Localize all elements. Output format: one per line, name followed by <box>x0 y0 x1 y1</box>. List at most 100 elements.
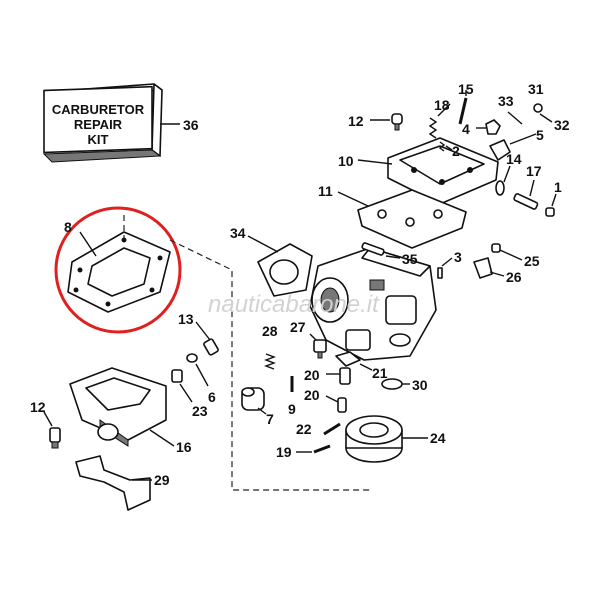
callout-9: 9 <box>288 401 296 417</box>
leader-10 <box>357 159 393 165</box>
leader-20-lower <box>325 395 339 403</box>
leader-16 <box>149 429 175 447</box>
gasket-part-8 <box>67 231 171 313</box>
float-bowl-part-16 <box>69 367 167 447</box>
callout-5: 5 <box>536 127 544 143</box>
leader-5 <box>509 133 537 145</box>
screw-part-12-lower <box>49 427 61 449</box>
callout-17: 17 <box>526 163 542 179</box>
leader-11 <box>337 191 369 207</box>
callout-11: 11 <box>318 183 333 199</box>
spring-part-28 <box>264 353 276 370</box>
leader-13 <box>195 321 211 341</box>
screw-part-25 <box>491 243 501 253</box>
screw-part-12-upper <box>391 113 403 131</box>
callout-7: 7 <box>266 411 274 427</box>
leader-33 <box>507 111 523 125</box>
jet-part-20-lower <box>337 397 347 413</box>
callout-30: 30 <box>412 377 428 393</box>
needle-part-15 <box>458 97 468 125</box>
leader-12-lower <box>43 411 53 427</box>
repair-kit-box <box>42 83 163 163</box>
leader-25 <box>499 249 523 261</box>
washer-part-6 <box>186 353 198 363</box>
repair-kit-line-2: REPAIR <box>74 117 123 132</box>
callout-21: 21 <box>372 365 388 381</box>
callout-1: 1 <box>554 179 562 195</box>
callout-35: 35 <box>402 251 418 267</box>
callout-34: 34 <box>230 225 246 241</box>
cover-part-10 <box>387 137 499 205</box>
callout-31: 31 <box>528 81 544 97</box>
leader-7 <box>257 407 267 415</box>
bracket-part-29 <box>75 455 151 511</box>
callout-28: 28 <box>262 323 278 339</box>
callout-13: 13 <box>178 311 194 327</box>
callout-10: 10 <box>338 153 354 169</box>
plug-part-23 <box>171 369 183 383</box>
leader-14 <box>503 165 511 183</box>
carburetor-body <box>309 247 437 361</box>
gasket-part-34 <box>257 243 313 297</box>
callout-14: 14 <box>506 151 522 167</box>
lever-part-5 <box>489 139 511 161</box>
screw-part-13 <box>203 338 219 356</box>
leader-3 <box>441 257 453 267</box>
callout-19: 19 <box>276 444 292 460</box>
callout-20-upper: 20 <box>304 367 320 383</box>
oring-part-30 <box>381 378 403 390</box>
callout-20-lower: 20 <box>304 387 320 403</box>
needle-part-22 <box>323 422 341 436</box>
fitting-part-27 <box>313 339 327 359</box>
leader-8 <box>79 231 97 257</box>
callout-4: 4 <box>462 121 470 137</box>
float-part-7 <box>241 387 265 411</box>
watermark-text: nauticabarone.it <box>208 291 380 318</box>
spring-part-18 <box>428 117 438 139</box>
leader-2 <box>445 145 453 151</box>
leader-34 <box>247 235 279 253</box>
callout-8: 8 <box>64 219 72 235</box>
pin-part-3 <box>437 267 443 279</box>
leader-1 <box>551 193 557 207</box>
callout-12-upper: 12 <box>348 113 364 129</box>
highlight-circle <box>54 206 182 334</box>
callout-12-lower: 12 <box>30 399 46 415</box>
callout-15: 15 <box>458 81 474 97</box>
callout-36: 36 <box>183 117 199 133</box>
callout-16: 16 <box>176 439 192 455</box>
jet-part-20-upper <box>339 367 351 385</box>
plate-part-11 <box>357 189 467 249</box>
repair-kit-line-3: KIT <box>88 132 109 147</box>
leader-6 <box>195 363 209 387</box>
leader-23 <box>179 383 193 403</box>
callout-32: 32 <box>554 117 570 133</box>
callout-33: 33 <box>498 93 514 109</box>
callout-26: 26 <box>506 269 522 285</box>
repair-kit-line-1: CARBURETOR <box>52 102 145 117</box>
float-part-24 <box>345 415 403 463</box>
plug-part-1 <box>545 207 555 217</box>
screw-part-17 <box>513 193 539 210</box>
leader-35 <box>385 255 401 259</box>
callout-2: 2 <box>452 143 460 159</box>
callout-25: 25 <box>524 253 540 269</box>
leader-21 <box>359 363 373 371</box>
pin-part-19 <box>313 444 331 454</box>
leader-32 <box>539 113 553 123</box>
nut-part-4 <box>485 119 501 135</box>
callout-6: 6 <box>208 389 216 405</box>
callout-23: 23 <box>192 403 208 419</box>
callout-24: 24 <box>430 430 446 446</box>
callout-29: 29 <box>154 472 170 488</box>
dash-line-2 <box>169 239 370 491</box>
leader-17 <box>529 179 535 197</box>
callout-27: 27 <box>290 319 306 335</box>
clip-part-26 <box>473 257 493 279</box>
leader-26 <box>489 271 505 277</box>
callout-3: 3 <box>454 249 462 265</box>
screw-part-35 <box>361 242 385 256</box>
spring-part-2 <box>438 141 446 152</box>
